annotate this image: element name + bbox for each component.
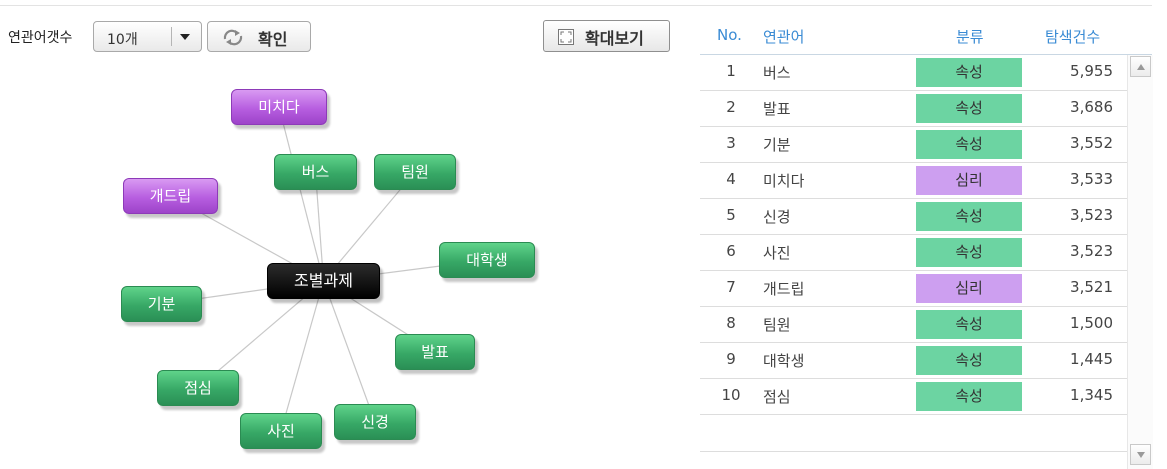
row-no: 10 [721,386,741,404]
row-no: 8 [726,314,736,332]
graph-edge [322,280,376,423]
scroll-down-icon [1137,452,1145,458]
related-count-value: 10개 [107,32,138,48]
graph-node[interactable]: 점심 [157,370,239,406]
related-count-select[interactable]: 10개 [93,21,202,52]
table-row[interactable]: 2 발표 속성 3,686 [700,91,1127,127]
table-row[interactable]: 10 점심 속성 1,345 [700,379,1127,415]
scroll-down-button[interactable] [1130,444,1151,465]
row-category-badge: 심리 [916,274,1022,303]
table-bottom-line [700,451,1127,452]
row-category-badge: 속성 [916,238,1022,267]
expand-view-button[interactable]: 확대보기 [543,20,670,52]
row-category-badge: 속성 [916,130,1022,159]
graph-node[interactable]: 사진 [240,413,322,449]
header-keyword: 연관어 [763,28,805,46]
row-count: 3,523 [1070,206,1113,224]
table-row[interactable]: 4 미치다 심리 3,533 [700,163,1127,199]
row-no: 4 [726,170,736,188]
scroll-up-button[interactable] [1130,56,1151,77]
graph-edge [278,106,325,282]
row-keyword: 기분 [763,136,791,154]
row-category-badge: 심리 [916,166,1022,195]
row-keyword: 개드립 [763,280,805,298]
graph-node[interactable]: 대학생 [439,242,535,278]
row-keyword: 팀원 [763,316,791,334]
row-keyword: 점심 [763,388,791,406]
dropdown-arrow-icon [180,34,190,40]
graph-node[interactable]: 발표 [395,334,475,370]
header-no: No. [717,26,742,44]
table-row[interactable]: 9 대학생 속성 1,445 [700,343,1127,379]
refresh-icon [223,29,243,46]
table-row[interactable]: 8 팀원 속성 1,500 [700,307,1127,343]
row-keyword: 대학생 [763,352,805,370]
top-divider [0,0,1152,6]
table-row[interactable]: 5 신경 속성 3,523 [700,199,1127,235]
row-count: 5,955 [1070,62,1113,80]
row-keyword: 신경 [763,208,791,226]
table-header: No. 연관어 분류 탐색건수 [700,22,1152,55]
row-category-badge: 속성 [916,310,1022,339]
related-count-label: 연관어갯수 [8,30,73,46]
graph-edge [280,280,325,432]
graph-edge [314,171,325,282]
row-no: 6 [726,242,736,260]
row-category-badge: 속성 [916,382,1022,411]
row-no: 2 [726,98,736,116]
header-category: 분류 [956,28,984,46]
graph-node[interactable]: 버스 [274,154,357,190]
confirm-label: 확인 [258,30,288,49]
row-count: 3,521 [1070,278,1113,296]
row-no: 9 [726,350,736,368]
graph-node[interactable]: 팀원 [374,154,456,190]
row-count: 1,500 [1070,314,1113,332]
table-row[interactable]: 6 사진 속성 3,523 [700,235,1127,271]
select-divider [171,27,172,46]
row-count: 1,345 [1070,386,1113,404]
graph-node[interactable]: 기분 [121,286,202,322]
scroll-up-icon [1137,64,1145,70]
table-row[interactable]: 7 개드립 심리 3,521 [700,271,1127,307]
row-category-badge: 속성 [916,94,1022,123]
row-count: 3,523 [1070,242,1113,260]
row-no: 3 [726,134,736,152]
row-no: 5 [726,206,736,224]
row-keyword: 발표 [763,100,791,118]
header-count: 탐색건수 [1045,28,1101,46]
graph-edge [323,171,416,282]
row-no: 7 [726,278,736,296]
confirm-button[interactable]: 확인 [207,21,311,52]
row-count: 1,445 [1070,350,1113,368]
table-row[interactable]: 1 버스 속성 5,955 [700,55,1127,91]
row-count: 3,533 [1070,170,1113,188]
row-category-badge: 속성 [916,202,1022,231]
row-count: 3,686 [1070,98,1113,116]
graph-node[interactable]: 개드립 [123,178,218,214]
row-no: 1 [726,62,736,80]
table-scrollbar[interactable] [1127,55,1153,469]
table-row[interactable]: 3 기분 속성 3,552 [700,127,1127,163]
expand-view-label: 확대보기 [585,29,644,48]
graph-node[interactable]: 미치다 [231,89,327,125]
graph-node[interactable]: 신경 [334,404,416,440]
expand-icon [558,29,574,45]
row-keyword: 버스 [763,64,791,82]
row-keyword: 사진 [763,244,791,262]
row-count: 3,552 [1070,134,1113,152]
graph-center-node[interactable]: 조별과제 [267,263,380,299]
row-category-badge: 속성 [916,58,1022,87]
row-keyword: 미치다 [763,172,805,190]
row-category-badge: 속성 [916,346,1022,375]
